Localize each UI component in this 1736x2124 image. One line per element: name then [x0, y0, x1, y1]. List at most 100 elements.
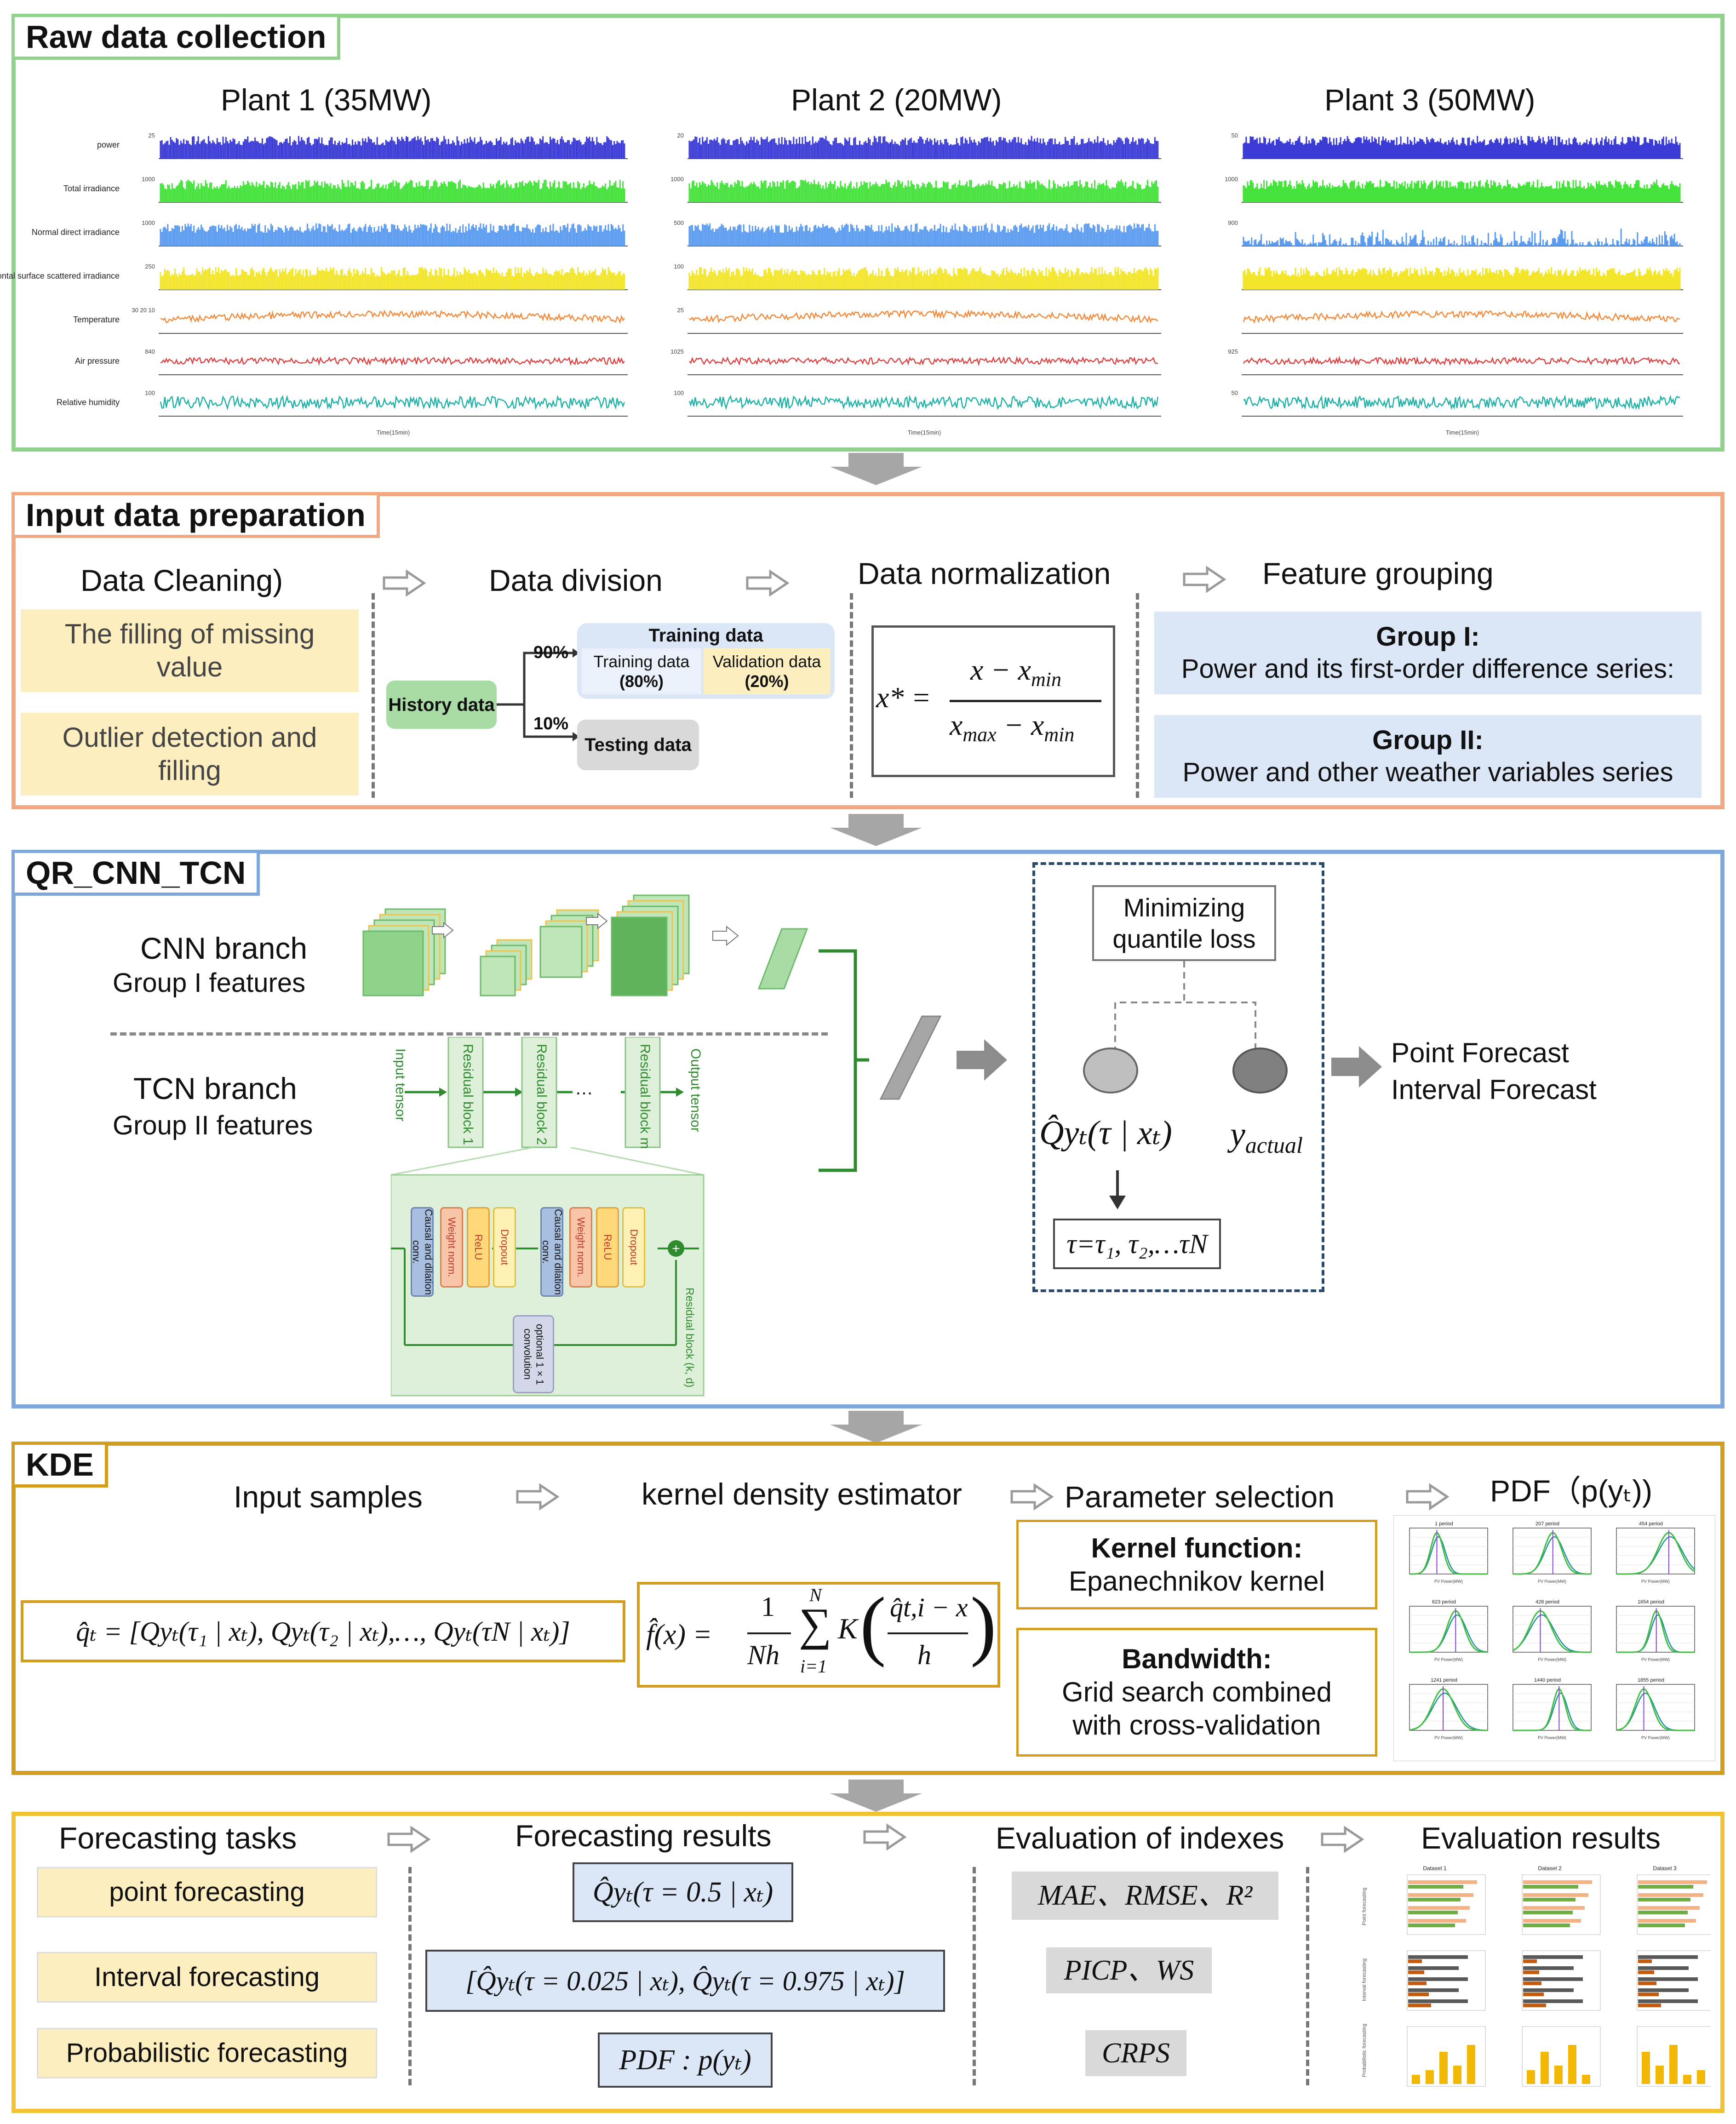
res-relu-2: ReLU: [596, 1207, 619, 1288]
hollow-arrow-prep-2: [746, 569, 790, 597]
result-point-text: Q̂yₜ(τ = 0.5 | xₜ): [592, 1876, 773, 1908]
eval-bar: [1408, 1911, 1458, 1914]
task-probabilistic: Probabilistic forecasting: [37, 2028, 377, 2078]
eval-bar: [1541, 2052, 1549, 2084]
series-trace: [689, 309, 1158, 324]
normalization-formula-box: [871, 625, 1115, 777]
pct-10: 10%: [533, 714, 569, 733]
kde-sum: ∑: [799, 1599, 832, 1650]
eval-dataset-title: Dataset 1: [1423, 1865, 1447, 1872]
eval-bar: [1408, 1885, 1463, 1889]
hollow-arrow-eval-1: [387, 1826, 431, 1853]
series-trace: [160, 267, 625, 290]
kde-frac-den: Nh: [747, 1640, 780, 1670]
forecasting-results-title: Forecasting results: [515, 1819, 772, 1853]
eval-bar: [1408, 1977, 1468, 1981]
eval-bar: [1523, 1898, 1576, 1901]
task-probabilistic-label: Probabilistic forecasting: [66, 2038, 348, 2068]
result-interval-text: [Q̂yₜ(τ = 0.025 | xₜ), Q̂yₜ(τ = 0.975 | …: [465, 1965, 905, 1996]
quantile-loss-box: [1032, 862, 1324, 1292]
data-cleaning-title: Data Cleaning): [80, 563, 283, 597]
res-causal-1: Causal and dilation conv.: [411, 1207, 434, 1297]
kde-frac-line: [747, 1632, 791, 1634]
pdf-mini-axes: [1616, 1606, 1695, 1653]
res-dropout-2: Dropout: [622, 1207, 645, 1288]
eval-bar: [1638, 1893, 1703, 1897]
ytick-label: 25: [149, 132, 155, 139]
series-trace: [1243, 309, 1680, 324]
param-selection-title: Parameter selection: [1065, 1480, 1335, 1514]
eval-bar: [1642, 2052, 1650, 2084]
eval-bar: [1683, 2075, 1691, 2084]
cnn-branch-sub: Group I features: [113, 968, 306, 998]
optional-conv-text: optional 1×1 convolution: [522, 1323, 546, 1385]
norm-den-sub2: min: [1044, 723, 1075, 746]
pdf-curve: [1513, 1688, 1591, 1731]
hollow-arrow-kde-1: [516, 1483, 560, 1511]
eval-bar: [1638, 1911, 1688, 1914]
eval-bar: [1412, 2075, 1420, 2084]
eval-bar: [1523, 1977, 1583, 1981]
feature-grouping-title: Feature grouping: [1262, 556, 1494, 590]
eval-bar: [1408, 1955, 1468, 1959]
min-quantile-loss: Minimizing quantile loss: [1092, 885, 1276, 961]
input-samples-title: Input samples: [234, 1480, 423, 1514]
norm-num-text: x − x: [970, 653, 1031, 686]
time-axis-label: Time(15min): [1446, 429, 1479, 436]
eval-bar: [1523, 1893, 1588, 1897]
svg-text:+: +: [672, 1241, 680, 1256]
norm-num-sub: min: [1031, 668, 1061, 691]
series-trace: [689, 356, 1158, 366]
ytick-label: 1000: [142, 219, 155, 226]
eval-bar: [1467, 2045, 1475, 2084]
eval-bar: [1523, 1880, 1592, 1884]
cnn-conv3-stack: [611, 916, 668, 996]
eval-bar: [1638, 1959, 1652, 1963]
index-interval-text: PICP、WS: [1064, 1954, 1194, 1986]
divider-3: [1136, 593, 1139, 798]
series-trace: [1243, 136, 1681, 159]
eval-bar: [1638, 2004, 1661, 2007]
ytick-label: 840: [145, 348, 155, 355]
kde-lhs: f̂(x) =: [646, 1619, 712, 1650]
ytick-label: 50: [1232, 389, 1238, 396]
ytick-label: 100: [145, 389, 155, 396]
pct-90: 90%: [533, 643, 569, 662]
variable-label-2: Normal direct irradiance: [32, 228, 120, 237]
pdf-mini-title: 207 period: [1535, 1521, 1559, 1527]
series-trace: [1243, 179, 1681, 202]
result-interval: [Q̂yₜ(τ = 0.025 | xₜ), Q̂yₜ(τ = 0.975 | …: [425, 1950, 945, 2012]
kde-frac-one: 1: [761, 1592, 775, 1622]
result-pdf: PDF : p(yₜ): [598, 2032, 773, 2088]
eval-bar: [1523, 1981, 1541, 1985]
residual-block-label: Residual block (k, d): [683, 1288, 696, 1388]
loss-connectors: [1114, 961, 1256, 1053]
index-point: MAE、RMSE、R²: [1012, 1872, 1278, 1920]
plant2-title: Plant 2 (20MW): [791, 83, 1002, 117]
series-trace: [160, 356, 625, 366]
eval-bar: [1568, 2045, 1576, 2084]
down-arrow-1: [830, 453, 922, 485]
input-prep-panel: [11, 492, 1725, 809]
kde-paren-left: (: [860, 1581, 886, 1668]
kde-inner-den: h: [917, 1640, 931, 1670]
kde-sum-top: N: [809, 1585, 822, 1605]
norm-den-x: x: [950, 709, 963, 741]
norm-numerator: x − xmin: [970, 653, 1061, 691]
cnn-branch-title: CNN branch: [140, 931, 308, 965]
eval-bar: [1408, 1959, 1422, 1963]
ytick-label: 30 20 10: [132, 307, 155, 314]
eval-bar: [1582, 2075, 1590, 2084]
yactual-y: y: [1230, 1116, 1245, 1153]
training-data-title: Training data: [648, 625, 763, 646]
pdf-mini-title: 1 period: [1435, 1521, 1453, 1527]
eval-bar: [1638, 1898, 1690, 1901]
cnn-arrow: [712, 925, 739, 946]
series-trace: [1243, 267, 1681, 290]
series-trace: [688, 395, 1159, 411]
bandwidth-title: Bandwidth:: [1122, 1643, 1272, 1674]
merge-bracket-and-arrows: [819, 949, 1007, 1172]
res-causal-2-text: Causal and dilation conv.: [540, 1208, 564, 1295]
result-pdf-text: PDF : p(yₜ): [619, 2044, 751, 2076]
ytick-label: 900: [1228, 219, 1238, 226]
